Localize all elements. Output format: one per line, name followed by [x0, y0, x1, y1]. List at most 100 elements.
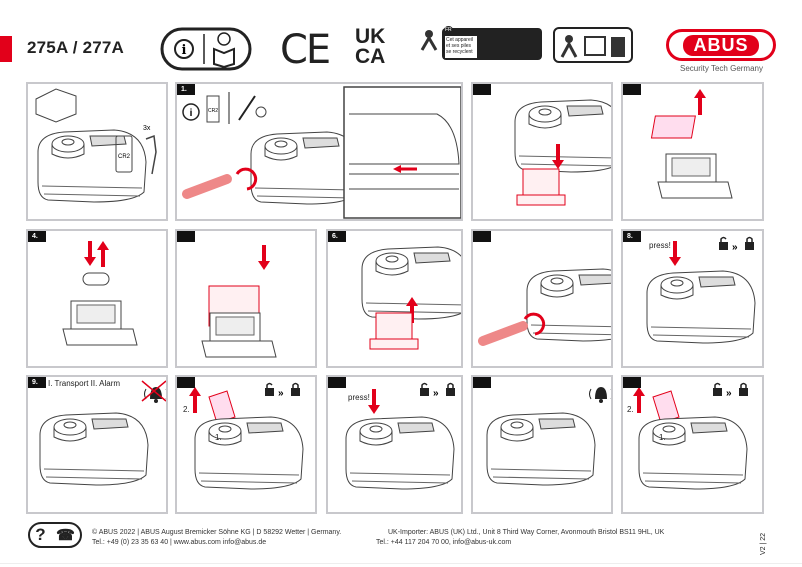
battery-housing-drawing: [62, 300, 138, 346]
version: V2 | 22: [760, 532, 767, 555]
step-number: [473, 231, 491, 242]
step-number: [177, 377, 195, 388]
disc-lock-drawing: [486, 412, 596, 486]
read-manual-icon: i: [160, 27, 252, 71]
triman-icon: [553, 27, 633, 63]
disc-lock-drawing: [526, 268, 611, 342]
brand-name: ABUS: [683, 34, 759, 56]
uk-importer: UK-Importer: ABUS (UK) Ltd., Unit 8 Thir…: [388, 529, 665, 536]
panel-step-7: [471, 229, 613, 368]
abus-logo: ABUS: [666, 29, 776, 61]
press-label: press!: [649, 241, 671, 250]
place-cover-illustration: [201, 245, 277, 358]
alarm-mode-illustration: [486, 387, 611, 486]
disc-lock-drawing: [646, 270, 756, 344]
phone-icon: ☎: [56, 527, 75, 544]
press-label: press!: [348, 393, 370, 402]
step-number: 8.: [623, 231, 641, 242]
ukca-line-1: UK: [355, 25, 386, 48]
panel-step-3: [621, 82, 764, 221]
unlock-with-key-illustration: »: [189, 382, 304, 490]
panel-step-10: 2. 1. »: [175, 375, 317, 514]
step-number: [623, 84, 641, 95]
battery-label: CR2: [208, 108, 218, 114]
locked-unlocked-icon: »: [719, 236, 754, 253]
panel-step-9: 9. I. Transport II. Alarm: [26, 375, 168, 514]
divider: [0, 563, 802, 564]
panel-step-8: 8. press! »: [621, 229, 764, 368]
svg-text:»: »: [278, 388, 284, 399]
screwdriver-icon: [238, 95, 256, 121]
open-battery-cover-illustration: i CR2: [182, 86, 461, 219]
panel-step-5: [175, 229, 317, 368]
remove-battery-illustration: [650, 89, 733, 199]
arrow-up-icon: [694, 89, 706, 115]
step-number: [328, 377, 346, 388]
step-number: 6.: [328, 231, 346, 242]
model-title: 275A / 277A: [27, 38, 125, 57]
uk-contact: Tel.: +44 117 204 70 00, info@abus-uk.co…: [376, 539, 512, 546]
arrow-up-icon: [633, 387, 645, 413]
ukca-line-2: CA: [355, 45, 386, 68]
disc-lock-drawing: [345, 416, 455, 490]
press-to-lock-illustration: »: [345, 382, 455, 490]
panel-step-4: 4.: [26, 229, 168, 368]
panel-step-12: [471, 375, 613, 514]
panel-step-2: [471, 82, 613, 221]
attach-cover-illustration: [361, 246, 461, 350]
package-contents-illustration: CR2 3x: [35, 88, 157, 203]
step-1-label: 1.: [659, 433, 666, 442]
disc-lock-drawing: [39, 412, 149, 486]
contact-info: Tel.: +49 (0) 23 35 63 40 | www.abus.com…: [92, 539, 267, 546]
arrow-down-icon: [552, 144, 564, 169]
arrow-up-icon: [97, 241, 109, 267]
remove-cover-illustration: [514, 99, 611, 206]
triman-icon: [420, 30, 438, 51]
arrow-up-icon: [189, 387, 201, 413]
recycling-text: Cet appareil et ses piles se recyclent: [445, 36, 477, 58]
tagline: Security Tech Germany: [680, 64, 763, 73]
locked-unlocked-icon: »: [265, 382, 300, 399]
locked-unlocked-icon: »: [713, 382, 748, 399]
step-number: [473, 377, 491, 388]
accent-bar: [0, 36, 12, 62]
question-icon: ?: [35, 525, 46, 544]
arrow-down-icon: [368, 389, 380, 414]
battery-label: CR2: [118, 154, 131, 160]
mode-label: I. Transport II. Alarm: [48, 379, 121, 388]
arrow-down-icon: [669, 241, 681, 266]
arrow-down-icon: [258, 245, 270, 270]
panel-step-13: 2. 1. »: [621, 375, 764, 514]
transport-mode-illustration: [39, 380, 166, 486]
close-battery-cover-illustration: [478, 268, 611, 346]
disc-lock-drawing: [194, 416, 304, 490]
fr-badge: FR: [444, 26, 453, 34]
step-1-label: 1.: [215, 433, 222, 442]
copyright: © ABUS 2022 | ABUS August Bremicker Söhn…: [92, 529, 342, 536]
disc-lock-drawing: [37, 129, 147, 203]
key-count-label: 3x: [143, 125, 151, 132]
svg-text:»: »: [732, 242, 738, 253]
svg-text:»: »: [433, 388, 439, 399]
panel-step-1: 1. i CR2: [175, 82, 463, 221]
disc-lock-drawing: [514, 99, 611, 173]
help-contact-icon: ? ☎: [28, 522, 82, 548]
press-to-lock-illustration: »: [646, 236, 756, 344]
insert-battery-illustration: [62, 241, 138, 346]
panel-contents: CR2 3x: [26, 82, 168, 221]
panel-step-11: press! »: [326, 375, 463, 514]
disc-lock-drawing: [638, 416, 748, 490]
locked-unlocked-icon: »: [420, 382, 455, 399]
recycling-info-icon: Cet appareil et ses piles se recyclent F…: [418, 26, 544, 68]
svg-text:i: i: [182, 43, 187, 58]
step-number: [473, 84, 491, 95]
step-number: 4.: [28, 231, 46, 242]
svg-text:»: »: [726, 388, 732, 399]
arrow-down-icon: [84, 241, 96, 266]
unlock-with-key-illustration: »: [633, 382, 748, 490]
step-number: 9.: [28, 377, 46, 388]
battery-housing-drawing: [201, 312, 277, 358]
step-2-label: 2.: [627, 405, 634, 414]
info-icon: [182, 103, 200, 121]
disc-lock-drawing: [250, 131, 360, 205]
